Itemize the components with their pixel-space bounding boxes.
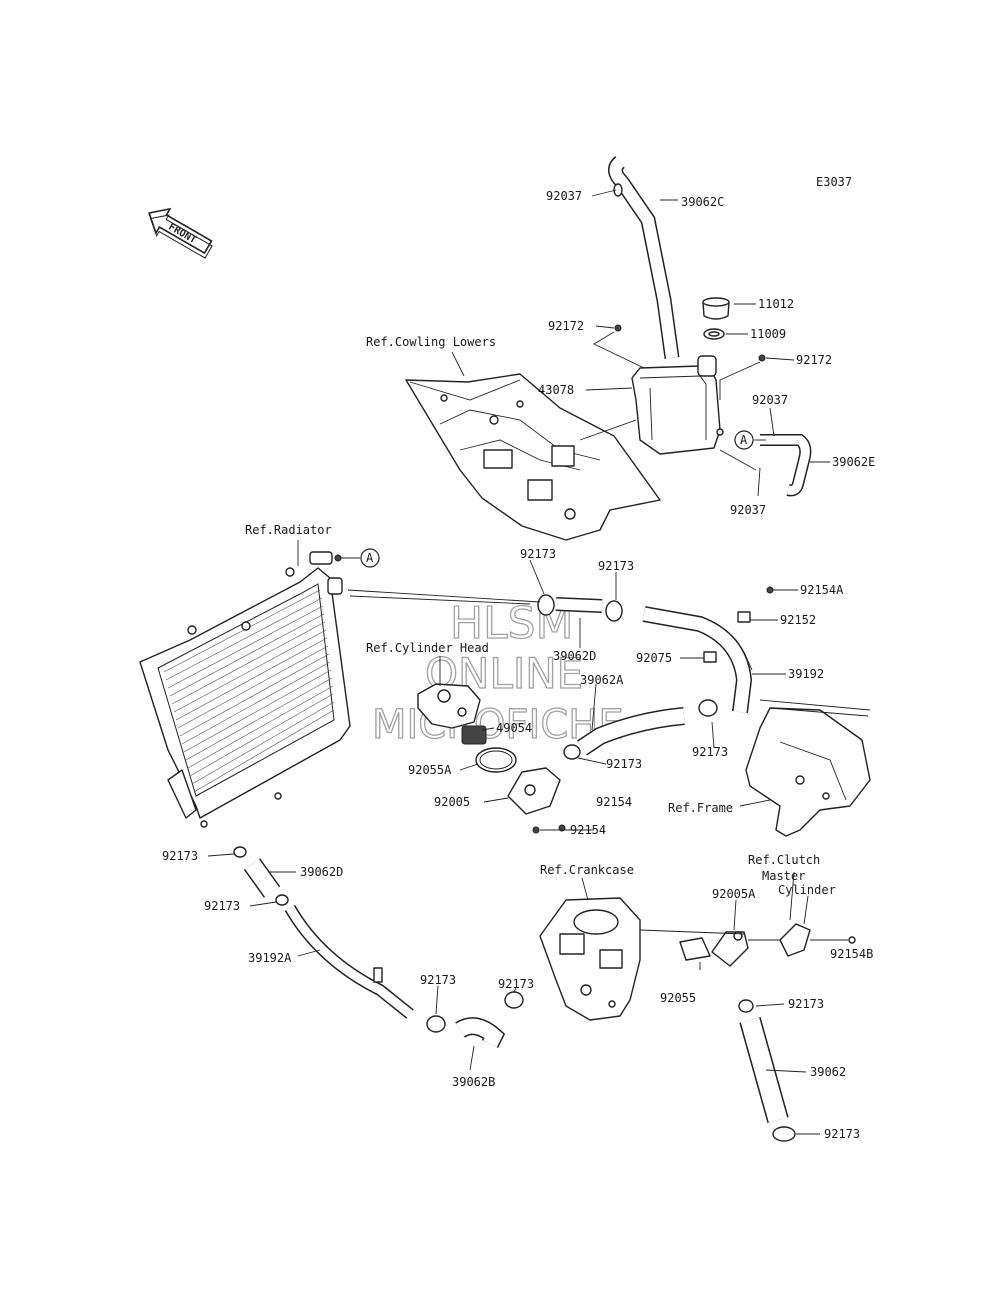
front-arrow-icon: FRONT [148,207,213,259]
part-label: 92173 [598,559,634,573]
crankcase [539,897,641,1021]
callout-a-radiator-letter: A [366,551,374,565]
part-label: 92172 [796,353,832,367]
part-label: 92152 [780,613,816,627]
part-label: 39062E [832,455,875,469]
fitting-92005A [711,931,749,967]
part-label: 11012 [758,297,794,311]
ref-clutch-line2: Master [762,869,805,883]
hose-39062A [577,707,685,756]
ref-cylinder-head: Ref.Cylinder Head [366,641,489,655]
part-label: 92173 [204,899,240,913]
part-label: 92037 [752,393,788,407]
part-labels: 92037 39062C 11012 11009 92172 92172 430… [162,189,875,1141]
part-label: 39062D [553,649,596,663]
leader-lines [207,189,871,1135]
reservoir-tank-43078 [631,355,724,455]
ref-clutch-line3: Cylinder [778,883,836,897]
part-label: 92055A [408,763,452,777]
ref-frame: Ref.Frame [668,801,733,815]
cowling-lowers [405,373,661,541]
part-label: 39062 [810,1065,846,1079]
callout-a-radiator: A [360,548,380,568]
part-label: 92037 [546,189,582,203]
gasket-11009 [703,328,725,340]
hose-39062 [739,1017,789,1123]
clamp-icons [233,594,796,1142]
hose-39062E [760,434,812,497]
part-label: 92154B [830,947,873,961]
radiator [139,551,351,828]
ref-radiator: Ref.Radiator [245,523,332,537]
o-ring-92055A [475,747,517,773]
hose-39062D-lower [243,858,281,898]
reservoir-cap-11012 [702,297,730,320]
part-label: 92173 [788,997,824,1011]
part-label: 39062D [300,865,343,879]
part-label: 49054 [496,721,532,735]
part-label: 92173 [692,745,728,759]
part-label: 92005 [434,795,470,809]
pipe-39192A [284,904,414,1019]
part-label: 39192A [248,951,292,965]
callout-a-top-letter: A [740,433,748,447]
part-label: 39192 [788,667,824,681]
part-label: 92173 [162,849,198,863]
part-label: 43078 [538,383,574,397]
hose-39062C [608,156,680,360]
part-label: 92173 [498,977,534,991]
bolt-icons [334,324,774,834]
frame-section [745,707,871,837]
pipe-39192 [642,606,753,713]
part-label: 39062A [580,673,624,687]
part-label: 92154 [570,823,606,837]
part-label: 92005A [712,887,756,901]
part-label: 92037 [730,503,766,517]
part-label: 39062C [681,195,724,209]
callout-a-top: A [734,430,754,450]
ref-cowling-lowers: Ref.Cowling Lowers [366,335,496,349]
part-label: 92075 [636,651,672,665]
cylinder-head-outlet [417,683,481,729]
part-label: 92055 [660,991,696,1005]
part-label: 39062B [452,1075,495,1089]
part-label: 92173 [606,757,642,771]
housing-92005 [507,767,561,815]
part-label: 92173 [420,973,456,987]
part-label: 92173 [520,547,556,561]
part-label: 92154 [596,795,632,809]
hose-39062B [455,1017,506,1049]
thermostat-49054 [461,725,487,745]
hose-39062D-upper [555,597,603,613]
ref-crankcase: Ref.Crankcase [540,863,634,877]
part-label: 11009 [750,327,786,341]
part-label: 92154A [800,583,844,597]
gasket-92055 [679,937,711,961]
part-label: 92172 [548,319,584,333]
clutch-bracket [779,923,856,957]
ref-clutch-line1: Ref.Clutch [748,853,820,867]
diagram-code: E3037 [816,175,852,189]
part-label: 92173 [824,1127,860,1141]
